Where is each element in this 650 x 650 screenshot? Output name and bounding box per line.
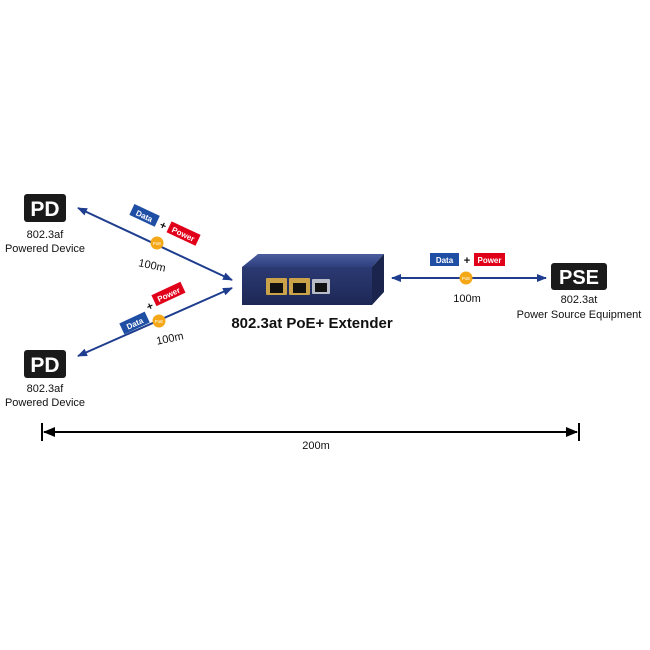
device-side-face [372,254,384,305]
pd-top-node: PD 802.3af Powered Device [5,194,85,255]
pd-bottom-standard: 802.3af [27,383,65,395]
poe-port-2-socket [293,283,306,293]
link-right-distance: 100m [453,293,481,305]
poe-dot-top-label: PoE [153,241,162,246]
link-bottom-distance: 100m [155,330,184,347]
poe-dot-right-label: PoE [462,276,471,281]
pse-badge-label: PSE [559,267,599,289]
poe-extender-device [242,254,384,305]
link-top-tags: Data + Power [129,204,201,246]
power-tag [474,253,505,266]
lan-port-socket [315,283,327,292]
pd-top-badge [24,194,66,222]
pd-bottom-role: Powered Device [5,397,85,409]
total-distance-ruler: 200m [41,423,580,452]
poe-dot-top [150,236,164,250]
pd-bottom-badge-label: PD [30,354,59,377]
total-distance-label: 200m [302,440,330,452]
device-top-face [242,254,384,267]
pd-top-role: Powered Device [5,243,85,255]
power-tag-label: Power [477,256,501,265]
pd-top-standard: 802.3af [27,229,65,241]
poe-dot-bottom [152,314,166,328]
data-tag-label: Data [436,256,454,265]
pd-top-badge-label: PD [30,198,59,221]
pse-node: PSE 802.3at Power Source Equipment [517,263,642,321]
poe-port-1-socket [270,283,283,293]
power-tag [166,221,201,246]
pd-bottom-badge [24,350,66,378]
device-title: 802.3at PoE+ Extender [231,315,392,332]
pse-badge [551,263,607,290]
link-top-distance: 100m [137,257,166,274]
pse-standard: 802.3at [561,294,598,306]
power-tag [151,281,186,307]
data-tag [119,311,150,335]
poe-dot-bottom-label: PoE [155,319,164,324]
data-tag [129,204,160,227]
data-tag [430,253,459,266]
pd-bottom-node: PD 802.3af Powered Device [5,350,85,409]
plus-sign: + [464,255,470,267]
link-right-tags: Data + Power [430,253,505,267]
poe-dot-right [459,271,473,285]
plus-sign: + [157,219,168,233]
pse-role: Power Source Equipment [517,309,642,321]
plus-sign: + [145,300,156,314]
link-bottom-tags: Data + Power [119,281,186,335]
